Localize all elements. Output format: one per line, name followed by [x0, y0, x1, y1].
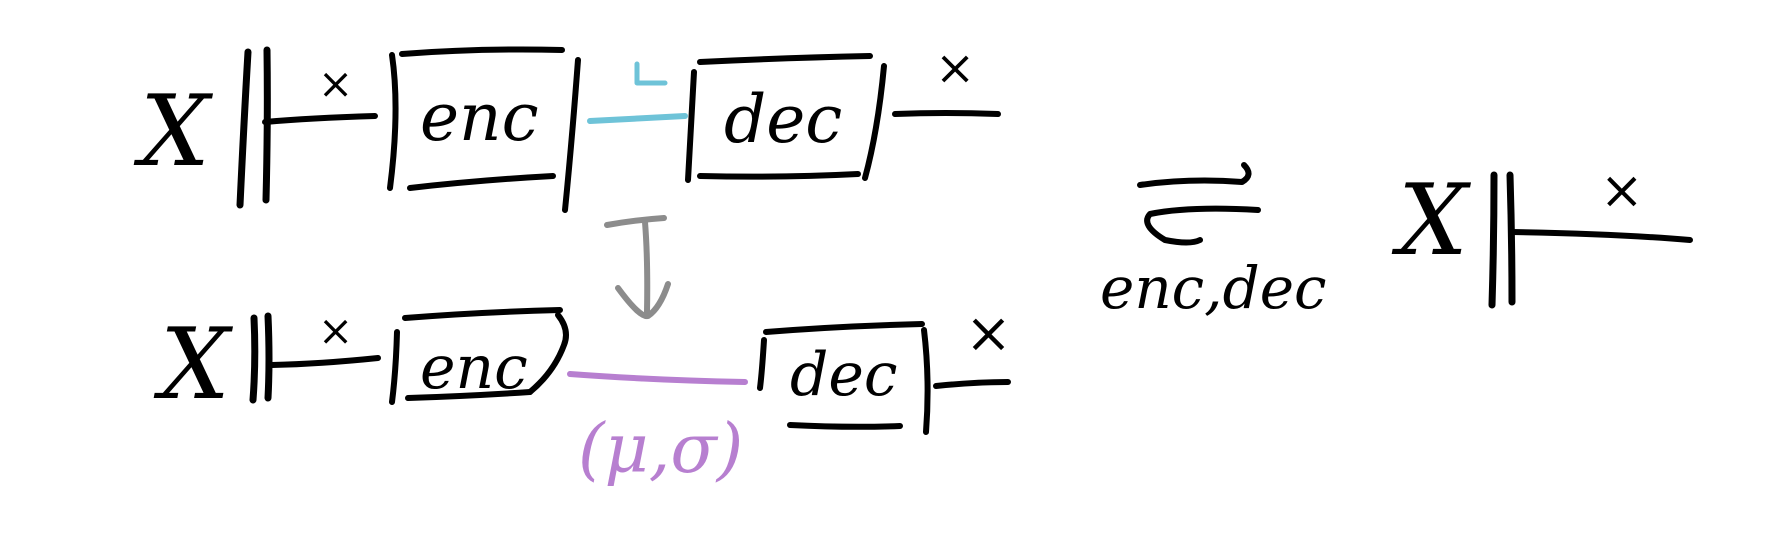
- output-x-label-top: ×: [935, 40, 975, 96]
- dec-box-bottom-edge: [697, 171, 861, 180]
- enc-label-bottom: enc: [420, 333, 528, 403]
- input-wire-bottom: [269, 355, 381, 368]
- dec-box-bottom-edge-bottom: [787, 422, 903, 430]
- dec-label-top: dec: [724, 81, 842, 158]
- latent-params-label: (μ,σ): [578, 410, 743, 489]
- dec-label-bottom: dec: [790, 340, 898, 410]
- input-X-right: X: [1391, 164, 1472, 278]
- dec-box-left-bottom: [757, 337, 767, 391]
- equiv-arrow-top: [1137, 162, 1252, 188]
- output-wire-top: [892, 110, 1001, 117]
- dec-box-left-top: [685, 69, 697, 183]
- transform-arrow-shaft: [642, 219, 651, 315]
- identity-wire-right: [1509, 229, 1693, 243]
- turnstile-bar-1-top: [236, 48, 252, 209]
- dec-box-right-bottom: [921, 327, 931, 435]
- dec-box-right-top: [862, 63, 887, 181]
- turnstile-bar-1-right: [1488, 171, 1498, 309]
- transform-arrow-bar: [604, 215, 667, 228]
- transform-arrow: [604, 215, 671, 320]
- equivalence-relation: enc,dec: [1100, 162, 1327, 322]
- bottom-autoencoder: X × enc (μ,σ) dec ×: [153, 301, 1012, 489]
- top-autoencoder: X × enc dec ×: [133, 40, 1001, 213]
- enc-box-top-edge-bottom: [402, 307, 563, 321]
- transform-arrow-head: [615, 281, 671, 320]
- enc-label-top: enc: [420, 79, 539, 156]
- type-x-label-right: ×: [1600, 161, 1644, 221]
- turnstile-bar-2-right: [1506, 171, 1516, 306]
- turnstile-bar-1-bottom: [249, 314, 259, 404]
- enc-box-bottom-edge: [407, 173, 556, 191]
- type-x-label-top: ×: [318, 59, 353, 108]
- output-x-label-bottom: ×: [965, 301, 1012, 366]
- input-wire-top: [262, 113, 378, 125]
- turnstile-bar-2-top: [262, 46, 271, 204]
- equiv-subscript: enc,dec: [1100, 254, 1327, 322]
- enc-box-bottom-edge-bottom: [405, 389, 533, 401]
- unit-type-marker-top: [634, 61, 668, 86]
- output-wire-bottom: [933, 379, 1011, 389]
- input-X-bottom: X: [153, 308, 234, 422]
- equiv-arrow-bottom: [1144, 205, 1261, 246]
- enc-box-top-edge: [399, 46, 565, 57]
- turnstile-bar-2-bottom: [264, 312, 273, 402]
- dec-box-top-edge-bottom: [763, 321, 925, 335]
- enc-box-left-bottom: [389, 329, 400, 405]
- dec-box-top-edge: [697, 53, 873, 65]
- enc-box-right-top: [562, 57, 581, 213]
- enc-box-right-bottom: [527, 312, 569, 395]
- identity-result: X ×: [1391, 161, 1693, 309]
- latent-wire-top: [587, 113, 688, 124]
- input-X-top: X: [133, 75, 214, 189]
- enc-box-left-top: [387, 52, 399, 191]
- latent-wire-bottom: [567, 371, 748, 385]
- type-x-label-bottom: ×: [318, 306, 353, 355]
